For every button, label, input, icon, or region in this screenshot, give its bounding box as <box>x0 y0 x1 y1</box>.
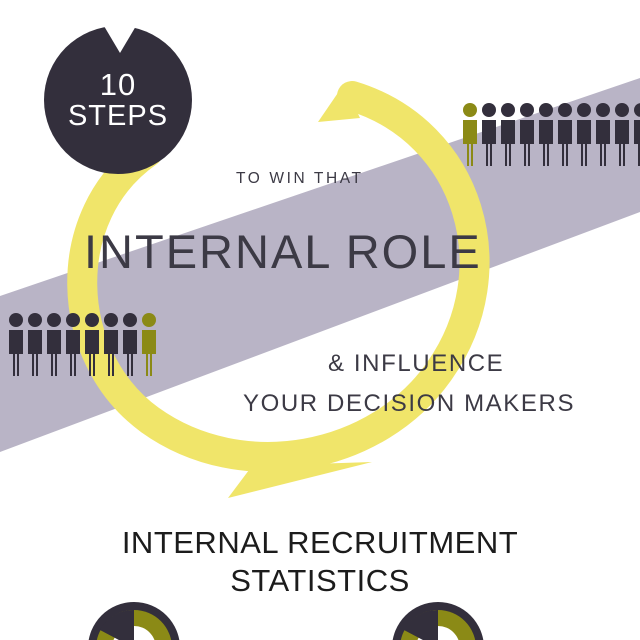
subline-one: & INFLUENCE <box>328 350 505 377</box>
person-icon <box>47 313 61 376</box>
person-icon <box>558 103 572 166</box>
person-icon <box>482 103 496 166</box>
steps-badge-word: STEPS <box>67 100 169 133</box>
person-icon <box>142 313 156 376</box>
person-icon <box>577 103 591 166</box>
steps-badge: 10 STEPS <box>44 26 192 174</box>
donut-chart-1 <box>88 602 180 640</box>
person-icon <box>634 103 640 166</box>
donut-chart-2 <box>392 602 484 640</box>
kicker-text: TO WIN THAT <box>236 170 364 187</box>
person-icon <box>596 103 610 166</box>
person-icon <box>66 313 80 376</box>
person-icon <box>615 103 629 166</box>
section-title-line-1: INTERNAL RECRUITMENT <box>121 525 519 560</box>
person-icon <box>85 313 99 376</box>
person-icon <box>9 313 23 376</box>
section-title: INTERNAL RECRUITMENT STATISTICS <box>0 524 640 600</box>
person-icon <box>520 103 534 166</box>
yellow-swoosh-tail <box>318 84 360 122</box>
people-row-right <box>463 103 640 166</box>
person-icon <box>123 313 137 376</box>
person-icon <box>104 313 118 376</box>
person-icon <box>28 313 42 376</box>
person-icon <box>539 103 553 166</box>
steps-badge-number: 10 <box>99 66 137 102</box>
person-icon <box>501 103 515 166</box>
section-title-line-2: STATISTICS <box>230 562 410 598</box>
badge-notch-icon <box>104 26 136 53</box>
subline-two: YOUR DECISION MAKERS <box>243 390 576 417</box>
yellow-swoosh-tail-2 <box>228 462 372 498</box>
people-row-left <box>9 313 156 376</box>
page-title: INTERNAL ROLE <box>84 225 482 278</box>
person-icon <box>463 103 477 166</box>
